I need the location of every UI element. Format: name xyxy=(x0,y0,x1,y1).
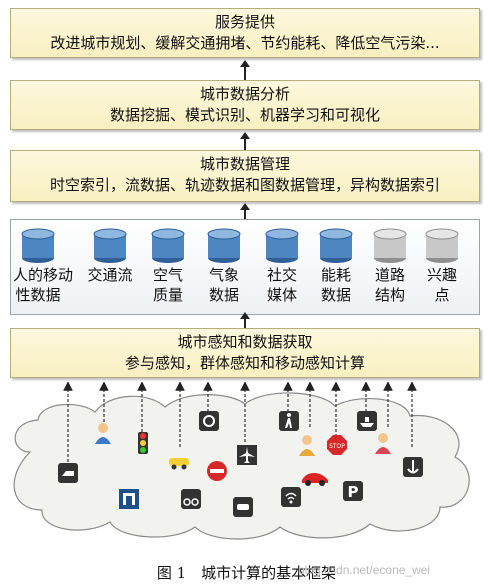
taxi-icon xyxy=(169,458,189,470)
analysis-layer-title: 城市数据分析 xyxy=(199,85,290,103)
dataset-label-line2: 数据 xyxy=(208,286,239,304)
person-icon xyxy=(375,433,391,454)
dataset-label-line1: 人的移动 xyxy=(13,266,74,284)
dataset-air-quality: 空气 质量 xyxy=(143,228,193,304)
dataset-road-network: 道路 结构 xyxy=(365,228,415,304)
database-icon xyxy=(425,228,459,263)
stop-sign-icon: STOP xyxy=(327,435,347,455)
anchor-icon xyxy=(403,457,423,477)
arrow-analysis-to-service xyxy=(240,60,250,80)
dataset-energy: 能耗 数据 xyxy=(311,228,361,304)
database-icon xyxy=(373,228,407,263)
dataset-label-line1: 能耗 xyxy=(320,266,351,284)
sensor-device-icon xyxy=(233,497,253,517)
management-layer-title: 城市数据管理 xyxy=(199,155,290,173)
arrow-management-to-analysis xyxy=(240,132,250,150)
database-icon xyxy=(207,228,241,263)
dataset-label-line2: 性数据 xyxy=(15,286,61,304)
dataset-label-line2: 数据 xyxy=(320,286,351,304)
watermark: blog.csdn.net/econe_wei xyxy=(298,563,431,577)
dataset-label-line2: 结构 xyxy=(374,286,405,304)
database-icon xyxy=(93,228,127,263)
dataset-label-line1: 社交 xyxy=(266,266,297,284)
dataset-human-mobility: 人的移动 性数据 xyxy=(13,228,74,304)
sensing-layer-title: 城市感知和数据获取 xyxy=(177,333,313,351)
dataset-social-media: 社交 媒体 xyxy=(257,228,307,304)
service-layer: 服务提供 改进城市规划、缓解交通拥堵、节约能耗、降低空气污染... xyxy=(10,8,480,58)
database-icon xyxy=(151,228,185,263)
database-icon xyxy=(319,228,353,263)
data-sources-row: 人的移动 性数据 交通流 空气 质量 气象 数据 社交 媒体 能耗 数据 道路 … xyxy=(10,219,480,315)
dataset-traffic-flow: 交通流 xyxy=(85,228,135,286)
no-entry-icon xyxy=(207,461,227,481)
database-icon xyxy=(21,228,55,263)
airplane-icon xyxy=(237,445,257,465)
management-layer: 城市数据管理 时空索引，流数据、轨迹数据和图数据管理，异构数据索引 xyxy=(10,150,480,202)
traffic-light-icon xyxy=(138,432,148,454)
arrow-data-to-management xyxy=(240,203,250,219)
dataset-label-line1: 兴趣 xyxy=(426,266,457,284)
dataset-poi: 兴趣 点 xyxy=(417,228,467,304)
figure-caption: 图 1 城市计算的基本框架 xyxy=(156,564,337,582)
dataset-label-line1: 交通流 xyxy=(87,266,133,284)
dataset-label-line2: 点 xyxy=(434,286,450,304)
arrow-sensing-to-data xyxy=(240,312,250,328)
wifi-sensor-icon xyxy=(281,487,301,507)
dataset-label-line1: 空气 xyxy=(152,266,183,284)
ship-icon xyxy=(357,411,377,431)
bicycle-icon xyxy=(181,489,201,509)
dataset-label-line2: 质量 xyxy=(152,286,183,304)
analysis-layer-subtitle: 数据挖掘、模式识别、机器学习和可视化 xyxy=(109,106,380,124)
dataset-label-line1: 道路 xyxy=(374,266,405,284)
vehicle-sensor-icon xyxy=(58,463,78,483)
dataset-label-line2: 媒体 xyxy=(266,286,297,304)
svg-text:P: P xyxy=(348,483,359,501)
svg-text:STOP: STOP xyxy=(329,443,345,450)
dataset-meteorology: 气象 数据 xyxy=(199,228,249,304)
sensing-layer: 城市感知和数据获取 参与感知，群体感知和移动感知计算 xyxy=(10,328,480,378)
analysis-layer: 城市数据分析 数据挖掘、模式识别、机器学习和可视化 xyxy=(10,80,480,130)
parking-icon: P xyxy=(343,481,363,501)
person-icon xyxy=(299,435,315,456)
sensing-layer-subtitle: 参与感知，群体感知和移动感知计算 xyxy=(124,354,365,372)
sensing-arrows xyxy=(63,382,417,462)
pedestrian-icon xyxy=(279,411,299,431)
management-layer-subtitle: 时空索引，流数据、轨迹数据和图数据管理，异构数据索引 xyxy=(49,176,440,194)
service-layer-title: 服务提供 xyxy=(214,13,275,31)
car-icon xyxy=(302,473,328,486)
dataset-label-line1: 气象 xyxy=(208,266,239,284)
database-icon xyxy=(265,228,299,263)
service-layer-subtitle: 改进城市规划、缓解交通拥堵、节约能耗、降低空气污染... xyxy=(50,34,440,52)
person-icon xyxy=(95,423,111,444)
elevator-icon xyxy=(119,489,139,509)
weather-sensor-icon xyxy=(199,411,219,431)
